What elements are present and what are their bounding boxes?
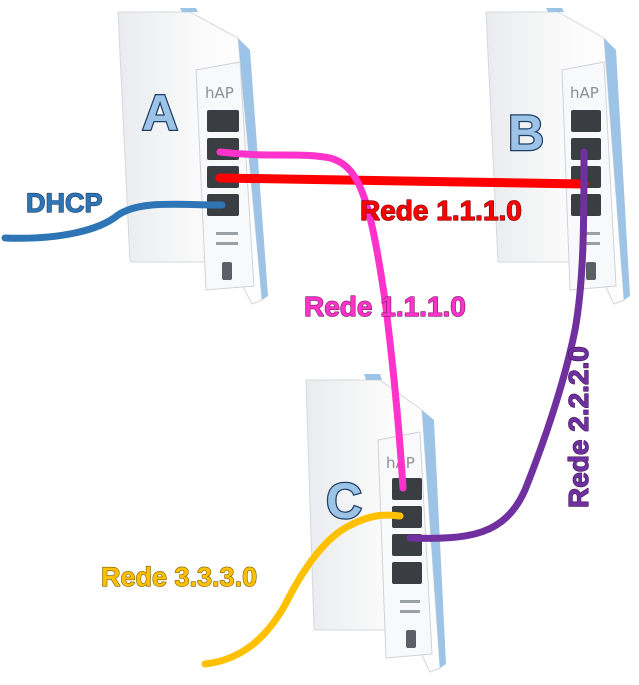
router-a-label: A (142, 85, 178, 141)
router-b: hAP (485, 8, 630, 305)
router-c-label: C (326, 473, 362, 529)
pink-network-label: Rede 1.1.1.0 (304, 291, 466, 322)
purple-network-label: Rede 2.2.2.0 (563, 346, 594, 508)
yellow-cable (201, 511, 404, 668)
router-b-label: B (508, 105, 544, 161)
red-network-label: Rede 1.1.1.0 (360, 195, 522, 226)
dhcp-label: DHCP (26, 188, 103, 218)
yellow-network-label: Rede 3.3.3.0 (101, 562, 257, 592)
router-a-brand: hAP (205, 84, 234, 102)
red-cable (215, 173, 589, 189)
dhcp-cable (1, 200, 226, 242)
router-c: hAP (305, 374, 446, 673)
purple-cable (406, 148, 588, 542)
pink-cable (216, 148, 407, 492)
router-b-brand: hAP (570, 84, 599, 102)
